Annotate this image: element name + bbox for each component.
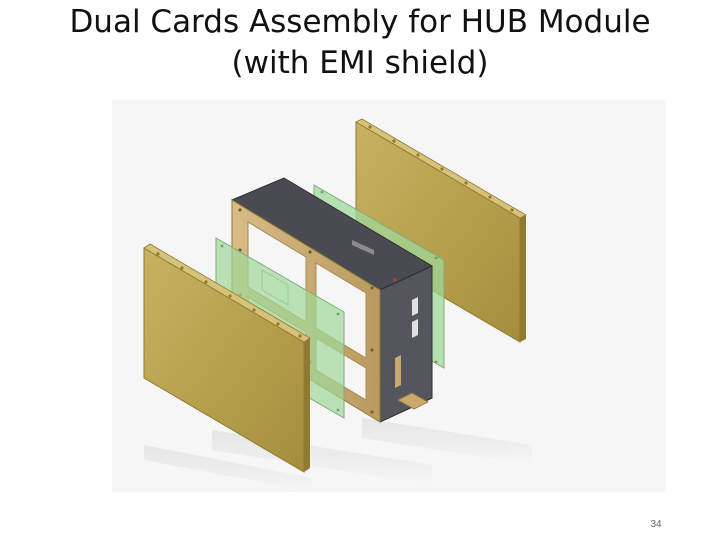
title-line-1: Dual Cards Assembly for HUB Module bbox=[69, 4, 651, 40]
assembly-figure bbox=[112, 100, 666, 492]
title-line-2: (with EMI shield) bbox=[231, 45, 489, 81]
exploded-assembly-drawing bbox=[112, 100, 666, 492]
slide-title: Dual Cards Assembly for HUB Module (with… bbox=[0, 2, 720, 84]
rear-emi-shield bbox=[355, 118, 527, 343]
front-emi-shield bbox=[143, 243, 311, 473]
page-number: 34 bbox=[650, 519, 662, 530]
